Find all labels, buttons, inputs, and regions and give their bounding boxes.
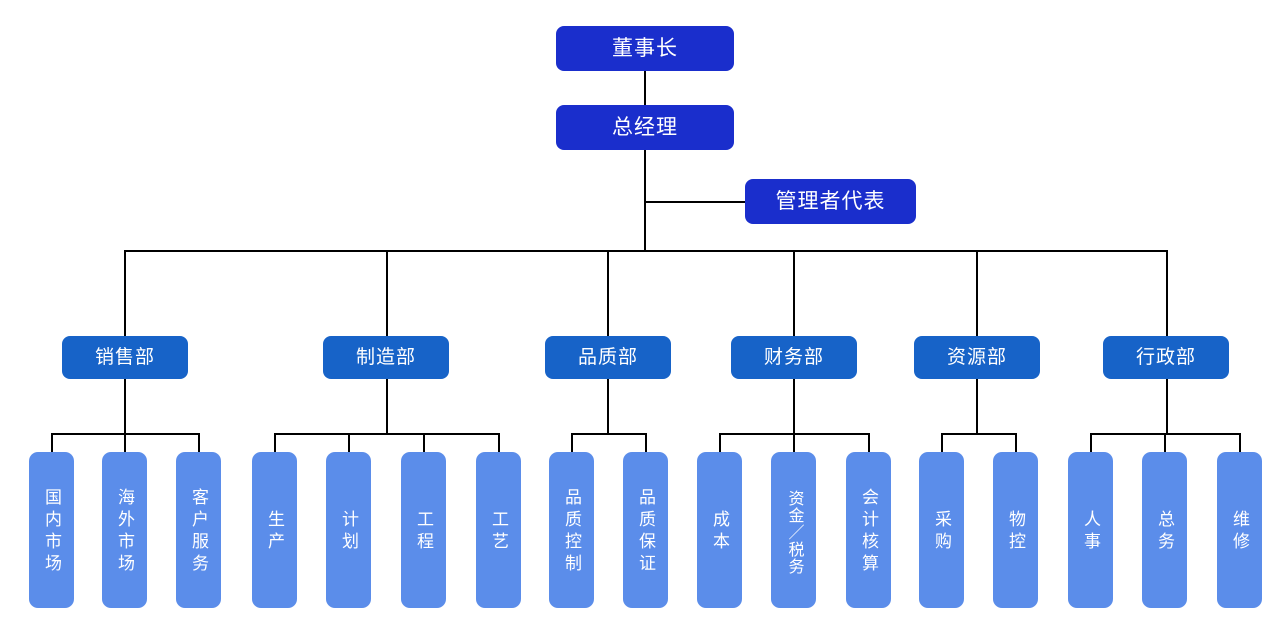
connector-sales-drop-3 <box>198 433 200 453</box>
connector-quality-bus <box>571 433 645 435</box>
connector-quality-drop-1 <box>571 433 573 453</box>
node-finance-department[interactable]: 财务部 <box>731 336 857 379</box>
connector-finance-drop-3 <box>868 433 870 453</box>
connector-gm-stem <box>644 150 646 251</box>
connector-drop-sales <box>124 250 126 337</box>
connector-manufacturing-bus <box>274 433 498 435</box>
connector-quality-drop-2 <box>645 433 647 453</box>
node-quality-control[interactable]: 品质控制 <box>549 452 594 608</box>
connector-manufacturing-drop-2 <box>348 433 350 453</box>
node-administration-department[interactable]: 行政部 <box>1103 336 1229 379</box>
connector-resources-stem <box>976 379 978 434</box>
node-customer-service[interactable]: 客户服务 <box>176 452 221 608</box>
node-sales-department[interactable]: 销售部 <box>62 336 188 379</box>
connector-administration-stem <box>1166 379 1168 434</box>
node-purchasing[interactable]: 采购 <box>919 452 964 608</box>
node-resources-department[interactable]: 资源部 <box>914 336 1040 379</box>
connector-drop-resources <box>976 250 978 337</box>
node-material-control[interactable]: 物控 <box>993 452 1038 608</box>
connector-manufacturing-stem <box>386 379 388 434</box>
connector-drop-manufacturing <box>386 250 388 337</box>
node-overseas-market[interactable]: 海外市场 <box>102 452 147 608</box>
node-human-resources[interactable]: 人事 <box>1068 452 1113 608</box>
connector-administration-drop-1 <box>1090 433 1092 453</box>
node-management-representative[interactable]: 管理者代表 <box>745 179 916 224</box>
connector-sales-drop-2 <box>124 433 126 453</box>
connector-drop-administration <box>1166 250 1168 337</box>
node-maintenance[interactable]: 维修 <box>1217 452 1262 608</box>
node-manufacturing-department[interactable]: 制造部 <box>323 336 449 379</box>
node-general-affairs[interactable]: 总务 <box>1142 452 1187 608</box>
connector-manufacturing-drop-3 <box>423 433 425 453</box>
connector-resources-bus <box>941 433 1015 435</box>
connector-sales-stem <box>124 379 126 434</box>
connector-resources-drop-2 <box>1015 433 1017 453</box>
node-funds-tax[interactable]: 资金／税务 <box>771 452 816 608</box>
node-cost[interactable]: 成本 <box>697 452 742 608</box>
node-process[interactable]: 工艺 <box>476 452 521 608</box>
connector-chairman-gm <box>644 71 646 105</box>
node-engineering[interactable]: 工程 <box>401 452 446 608</box>
node-general-manager[interactable]: 总经理 <box>556 105 734 150</box>
node-domestic-market[interactable]: 国内市场 <box>29 452 74 608</box>
node-quality-department[interactable]: 品质部 <box>545 336 671 379</box>
connector-drop-quality <box>607 250 609 337</box>
connector-administration-drop-2 <box>1164 433 1166 453</box>
connector-quality-stem <box>607 379 609 434</box>
node-production[interactable]: 生产 <box>252 452 297 608</box>
connector-sales-drop-1 <box>51 433 53 453</box>
node-chairman[interactable]: 董事长 <box>556 26 734 71</box>
connector-finance-drop-1 <box>719 433 721 453</box>
connector-finance-stem <box>793 379 795 434</box>
connector-resources-drop-1 <box>941 433 943 453</box>
connector-main-bus <box>124 250 1167 252</box>
node-quality-assurance[interactable]: 品质保证 <box>623 452 668 608</box>
connector-finance-drop-2 <box>793 433 795 453</box>
connector-drop-finance <box>793 250 795 337</box>
connector-manufacturing-drop-1 <box>274 433 276 453</box>
node-planning[interactable]: 计划 <box>326 452 371 608</box>
connector-administration-drop-3 <box>1239 433 1241 453</box>
connector-gm-management-rep <box>644 201 745 203</box>
connector-manufacturing-drop-4 <box>498 433 500 453</box>
node-accounting[interactable]: 会计核算 <box>846 452 891 608</box>
